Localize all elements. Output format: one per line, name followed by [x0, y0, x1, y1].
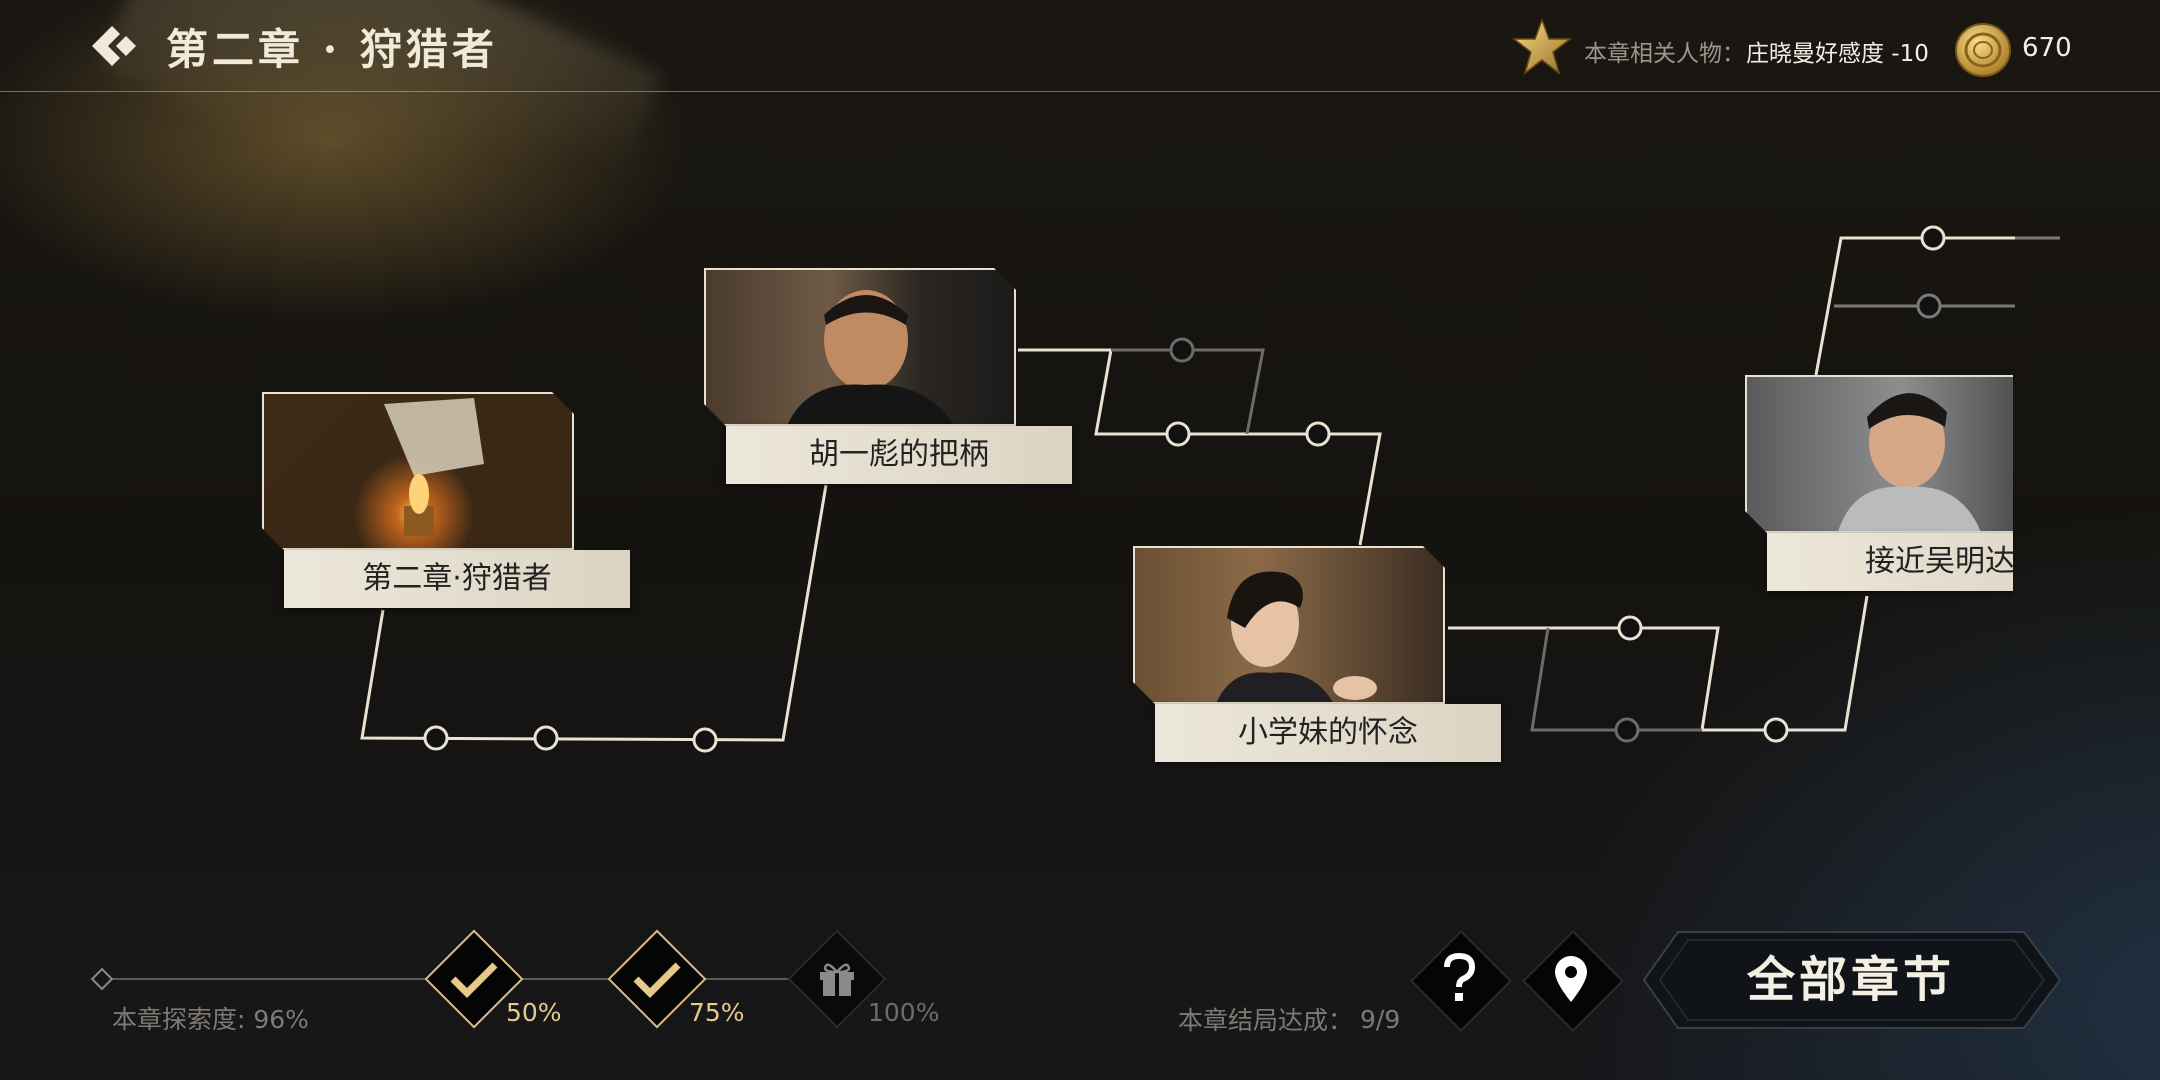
story-node-3[interactable]: 小学妹的怀念 — [1133, 546, 1503, 766]
node-3-thumbnail — [1133, 546, 1445, 704]
gift-icon — [820, 963, 854, 996]
milestone-100-label: 100% — [868, 998, 940, 1027]
help-button[interactable] — [1410, 930, 1512, 1032]
all-chapters-frame — [1642, 931, 2062, 1029]
bald-man-portrait-icon — [786, 290, 956, 424]
relation-label: 本章相关人物： — [1584, 41, 1745, 67]
story-node-4-clip: 接近吴明达 — [1745, 375, 2013, 605]
location-button[interactable] — [1522, 930, 1624, 1032]
node-3-label: 小学妹的怀念 — [1155, 704, 1501, 762]
story-node-2[interactable]: 胡一彪的把柄 — [704, 268, 1074, 488]
star-icon — [1512, 18, 1572, 75]
node-1-label: 第二章·狩猎者 — [284, 550, 630, 608]
coin-icon — [1955, 23, 2011, 77]
location-pin-icon — [1555, 956, 1587, 1002]
back-icon — [92, 26, 136, 66]
milestone-75[interactable] — [607, 929, 707, 1029]
node-4-thumbnail — [1745, 375, 2013, 533]
node-4-label: 接近吴明达 — [1767, 533, 2013, 591]
story-node-1[interactable]: 第二章·狩猎者 — [262, 392, 632, 612]
node-1-thumbnail — [262, 392, 574, 550]
ending-achieved-value: 9/9 — [1360, 1005, 1401, 1034]
checkmark-icon — [450, 962, 498, 998]
header-divider — [0, 91, 2160, 92]
back-button[interactable] — [90, 22, 138, 70]
milestone-50-label: 50% — [506, 998, 562, 1027]
ending-achieved-label: 本章结局达成： — [1178, 1006, 1354, 1035]
all-chapters-button[interactable]: 全部章节 — [1636, 928, 2066, 1032]
node-2-thumbnail — [704, 268, 1016, 426]
all-chapters-label: 全部章节 — [1746, 952, 1955, 1008]
milestone-50[interactable] — [424, 929, 524, 1029]
checkmark-icon — [633, 962, 681, 998]
smiling-woman-icon — [1215, 571, 1377, 702]
header: 第二章 · 狩猎者 本章相关人物： 庄晓曼好感度 -10 670 — [0, 0, 2160, 92]
story-node-4[interactable]: 接近吴明达 — [1745, 375, 2013, 595]
burning-letter-icon — [384, 398, 484, 536]
exploration-progress-label: 本章探索度: 96% — [112, 1005, 309, 1034]
coin-count: 670 — [2022, 33, 2072, 63]
node-2-label: 胡一彪的把柄 — [726, 426, 1072, 484]
milestone-75-label: 75% — [689, 998, 745, 1027]
chapter-title: 第二章 · 狩猎者 — [166, 25, 498, 74]
milestone-100[interactable] — [787, 929, 887, 1029]
man-in-coat-icon — [1837, 393, 1982, 531]
question-mark-icon — [1444, 953, 1476, 1001]
relation-value: 庄晓曼好感度 -10 — [1746, 41, 1929, 67]
